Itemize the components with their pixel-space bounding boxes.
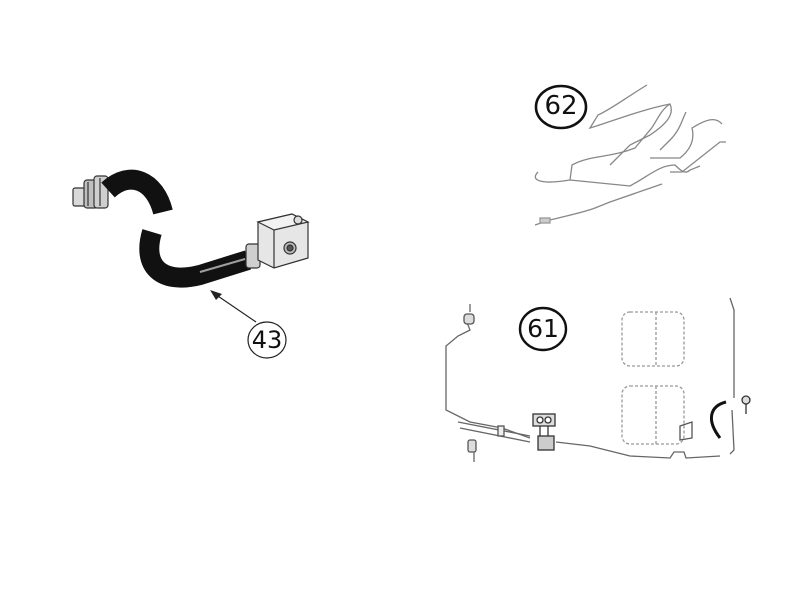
part-62-lines bbox=[510, 80, 740, 240]
callout-62: 62 bbox=[532, 82, 592, 132]
line-assembly-illustration bbox=[445, 297, 751, 462]
callout-43: 43 bbox=[245, 318, 291, 362]
part-43-hose bbox=[60, 160, 320, 360]
distribution-block-icon bbox=[532, 413, 556, 451]
block-connector-icon bbox=[256, 213, 310, 269]
hose-illustration bbox=[72, 169, 310, 323]
metal-lines-illustration bbox=[534, 84, 726, 226]
part-61-assembly bbox=[430, 290, 770, 470]
callout-62-label: 62 bbox=[544, 91, 578, 121]
callout-61-label: 61 bbox=[527, 314, 559, 343]
bolt-icon bbox=[741, 395, 751, 414]
callout-61: 61 bbox=[518, 305, 570, 353]
callout-43-label: 43 bbox=[251, 326, 283, 354]
threaded-fitting-icon bbox=[72, 175, 109, 209]
